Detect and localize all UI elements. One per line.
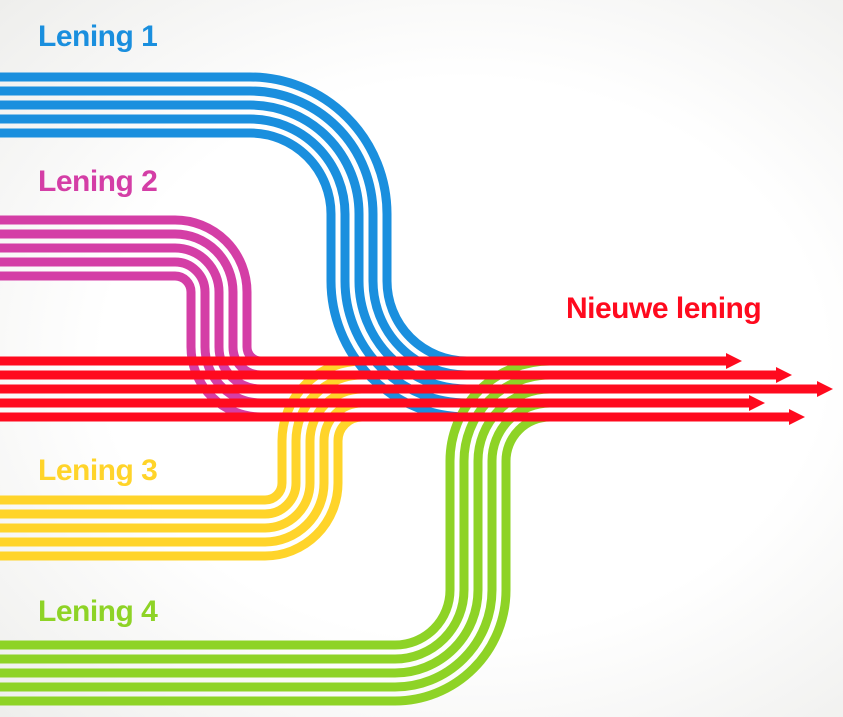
arrowhead-icon: [817, 381, 833, 397]
arrowhead-icon: [749, 395, 765, 411]
arrowhead-icon: [776, 367, 792, 383]
loan2-label: Lening 2: [38, 165, 158, 198]
loan4-line: [0, 412, 580, 706]
loan3-label: Lening 3: [38, 454, 158, 487]
new-loan-label: Nieuwe lening: [566, 292, 762, 325]
loan4-line: [0, 384, 580, 678]
loan4-label: Lening 4: [38, 595, 158, 628]
loan2-line: [0, 215, 285, 366]
loan4-line: [0, 398, 580, 692]
loan4-line: [0, 356, 580, 650]
new-loan-arrows: [0, 353, 833, 425]
loan1-label: Lening 1: [38, 20, 158, 53]
loan4-line: [0, 370, 580, 664]
loan1-line: [0, 72, 490, 366]
arrowhead-icon: [789, 409, 805, 425]
arrowhead-icon: [726, 353, 742, 369]
loan4-bundle: [0, 356, 580, 706]
